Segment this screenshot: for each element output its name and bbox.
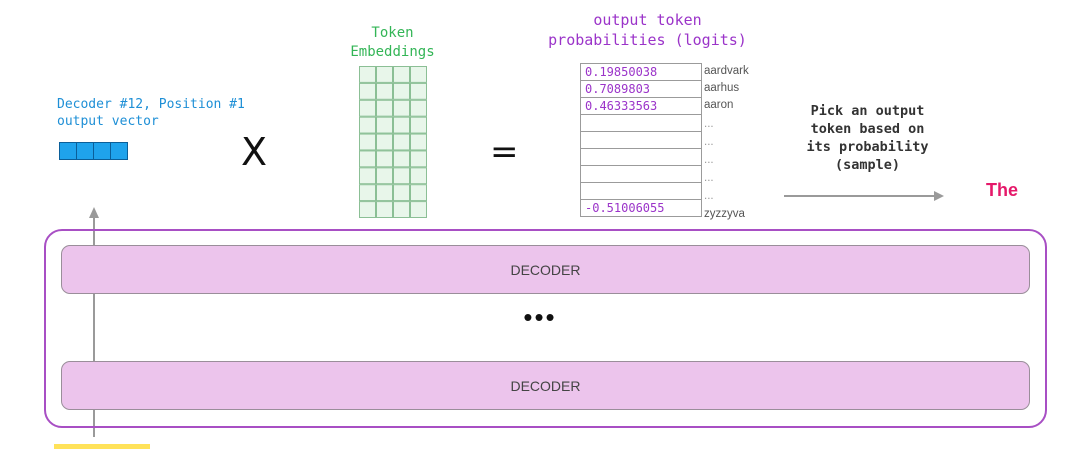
- embedding-cell: [393, 133, 410, 151]
- output-vector-cell: [60, 143, 76, 159]
- embedding-cell: [376, 167, 393, 185]
- vocab-word: ...: [704, 118, 714, 130]
- vocab-word: aaron: [704, 99, 734, 111]
- logit-row: 0.7089803: [580, 80, 702, 98]
- decoder-block-top: DECODER: [61, 245, 1030, 294]
- embedding-cell: [359, 167, 376, 185]
- output-vector-cell: [77, 143, 93, 159]
- sampling-caption-line1: Pick an output: [810, 103, 925, 119]
- vocab-word: aarhus: [704, 82, 740, 94]
- output-vector: [59, 142, 128, 160]
- vocab-word: ...: [704, 172, 714, 184]
- embedding-cell: [359, 116, 376, 134]
- embedding-cell: [410, 116, 427, 134]
- embedding-cell: [393, 82, 410, 100]
- multiply-symbol: X: [241, 130, 268, 174]
- decoder-output-label: Decoder #12, Position #1 output vector: [57, 96, 245, 130]
- logits-title: output token probabilities (logits): [535, 10, 760, 50]
- embedding-cell: [376, 133, 393, 151]
- sampling-caption-line4: (sample): [834, 157, 901, 173]
- embedding-cell: [393, 184, 410, 202]
- embedding-cell: [359, 201, 376, 218]
- embedding-cell: [376, 116, 393, 134]
- equals-symbol: =: [490, 132, 519, 172]
- embedding-cell: [393, 167, 410, 185]
- embeddings-matrix: [359, 66, 427, 218]
- embedding-cell: [410, 201, 427, 218]
- output-vector-cell: [94, 143, 110, 159]
- embedding-cell: [410, 133, 427, 151]
- embedding-cell: [376, 99, 393, 117]
- embedding-cell: [376, 184, 393, 202]
- embedding-cell: [410, 167, 427, 185]
- embedding-cell: [410, 66, 427, 83]
- embedding-cell: [410, 150, 427, 168]
- output-vector-cell: [111, 143, 127, 159]
- vocab-word: ...: [704, 190, 714, 202]
- output-token: The: [986, 180, 1019, 200]
- embedding-cell: [410, 82, 427, 100]
- embedding-cell: [359, 133, 376, 151]
- logit-value: 0.7089803: [580, 80, 702, 98]
- embedding-cell: [359, 184, 376, 202]
- decoder-block-bottom: DECODER: [61, 361, 1030, 410]
- embedding-cell: [376, 201, 393, 218]
- embedding-cell: [410, 99, 427, 117]
- embedding-cell: [410, 184, 427, 202]
- embedding-cell: [359, 66, 376, 83]
- input-token-highlight: [54, 444, 150, 449]
- embedding-cell: [393, 66, 410, 83]
- logit-row: -0.51006055: [580, 199, 702, 217]
- decoder-label: DECODER: [510, 261, 581, 278]
- vocab-word: aardvark: [704, 65, 749, 77]
- logit-value: -0.51006055: [580, 199, 702, 217]
- embedding-cell: [393, 201, 410, 218]
- embeddings-title-line2: Embeddings: [350, 44, 435, 60]
- vocab-word: ...: [704, 154, 714, 166]
- embedding-cell: [376, 66, 393, 83]
- embedding-cell: [359, 150, 376, 168]
- sampling-caption-line3: its probability: [806, 139, 929, 155]
- stack-ellipsis: •••: [523, 302, 557, 332]
- decoder-output-label-line2: output vector: [57, 114, 159, 129]
- embedding-cell: [393, 116, 410, 134]
- embedding-cell: [359, 99, 376, 117]
- sampling-caption-line2: token based on: [810, 121, 925, 137]
- embedding-cell: [393, 150, 410, 168]
- logit-value: 0.19850038: [580, 63, 702, 81]
- logit-row: 0.19850038: [580, 63, 702, 81]
- vocab-word: ...: [704, 136, 714, 148]
- decoder-output-label-line1: Decoder #12, Position #1: [57, 97, 245, 112]
- embeddings-title: Token Embeddings: [330, 24, 455, 62]
- decoder-stack-frame: [44, 229, 1047, 428]
- logit-value: 0.46333563: [580, 97, 702, 115]
- embedding-cell: [359, 82, 376, 100]
- logits-title-line1: output token: [593, 11, 702, 29]
- embedding-cell: [376, 82, 393, 100]
- embeddings-title-line1: Token: [371, 25, 414, 41]
- sampling-caption: Pick an output token based on its probab…: [775, 102, 960, 174]
- logits-table: 0.19850038 0.7089803 0.46333563 -0.51006…: [580, 63, 702, 217]
- logit-row: 0.46333563: [580, 97, 702, 115]
- vocab-word: zyzzyva: [704, 208, 745, 220]
- logits-title-line2: probabilities (logits): [548, 31, 747, 49]
- sample-arrow: [784, 191, 944, 201]
- decoder-label: DECODER: [510, 377, 581, 394]
- embedding-cell: [376, 150, 393, 168]
- embedding-cell: [393, 99, 410, 117]
